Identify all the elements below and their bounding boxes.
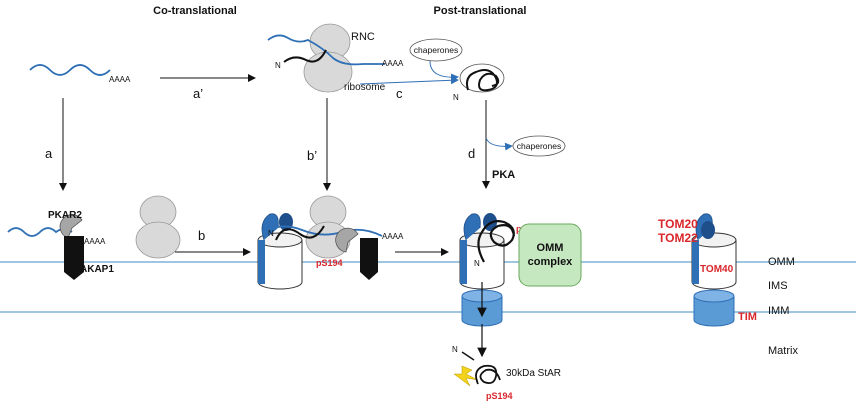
ps194-cotranslational: pS194 bbox=[316, 258, 343, 268]
polya-akap: AAAA bbox=[84, 237, 106, 246]
omm-complex-box bbox=[518, 223, 582, 287]
n-terminus-rnc: N bbox=[275, 61, 281, 70]
label-a: a bbox=[45, 146, 53, 161]
label-akap1: AKAP1 bbox=[80, 264, 114, 275]
mrna-free bbox=[29, 64, 111, 76]
pkar2-cotranslational bbox=[335, 227, 359, 253]
akap1-shape bbox=[64, 236, 84, 280]
arrow-chaperones-bind bbox=[429, 60, 459, 82]
precursor-at-tom bbox=[477, 220, 516, 263]
label-d: d bbox=[468, 146, 475, 161]
chaperones-released bbox=[512, 135, 566, 157]
label-chaperones-top: chaperones bbox=[414, 45, 458, 55]
polya-cotranslational: AAAA bbox=[382, 232, 404, 241]
label-tim: TIM bbox=[738, 311, 757, 323]
n-terminus-cotranslational: N bbox=[268, 229, 274, 238]
label-b: b bbox=[198, 228, 205, 243]
label-tom20: TOM20 bbox=[658, 217, 698, 231]
folded-precursor bbox=[466, 69, 500, 92]
free-ribosome bbox=[135, 195, 181, 259]
n-terminus-matrix: N bbox=[452, 345, 458, 354]
mrna-cotranslational bbox=[261, 225, 383, 237]
cleaved-presequence bbox=[461, 351, 475, 361]
label-omm-complex-1: OMM bbox=[537, 242, 564, 254]
arrow-chaperones-release bbox=[485, 137, 513, 151]
n-terminus-post: N bbox=[474, 259, 480, 268]
label-omm-complex-2: complex bbox=[528, 256, 574, 268]
label-matrix: Matrix bbox=[768, 345, 798, 357]
label-a-prime: a’ bbox=[193, 86, 203, 101]
label-rnc: RNC bbox=[351, 31, 375, 43]
label-omm: OMM bbox=[768, 256, 795, 268]
nascent-chain-cotranslational bbox=[275, 225, 325, 241]
label-tom22: TOM22 bbox=[658, 231, 698, 245]
ps194-matrix: pS194 bbox=[486, 391, 513, 401]
tom-complex-cotranslational bbox=[257, 213, 303, 290]
lightning-icon bbox=[453, 365, 479, 387]
chaperones-top bbox=[409, 38, 463, 62]
label-ims: IMS bbox=[768, 280, 788, 292]
nascent-chain-rnc bbox=[283, 49, 327, 63]
header-post-translational: Post-translational bbox=[434, 5, 527, 17]
pkar2-shape bbox=[59, 214, 83, 239]
arrow-c bbox=[359, 76, 459, 85]
tom-complex-post bbox=[459, 213, 505, 290]
polya-rnc: AAAA bbox=[382, 59, 404, 68]
label-ribosome: ribosome bbox=[344, 82, 386, 93]
label-pka: PKA bbox=[492, 169, 515, 181]
label-imm: IMM bbox=[768, 305, 789, 317]
label-star: 30kDa StAR bbox=[506, 368, 561, 379]
label-b-prime: b’ bbox=[307, 148, 317, 163]
polya-free: AAAA bbox=[109, 75, 131, 84]
label-chaperones-released: chaperones bbox=[517, 141, 561, 151]
label-pkar2: PKAR2 bbox=[48, 210, 82, 221]
akap1-cotranslational bbox=[360, 238, 378, 280]
tom40-complex bbox=[691, 213, 737, 290]
mrna-rnc bbox=[267, 34, 385, 66]
mature-star bbox=[475, 364, 501, 385]
n-terminus-released: N bbox=[453, 93, 459, 102]
label-c: c bbox=[396, 86, 403, 101]
tim-complex bbox=[693, 289, 735, 327]
label-tom40: TOM40 bbox=[700, 264, 734, 275]
header-co-translational: Co-translational bbox=[153, 5, 237, 17]
